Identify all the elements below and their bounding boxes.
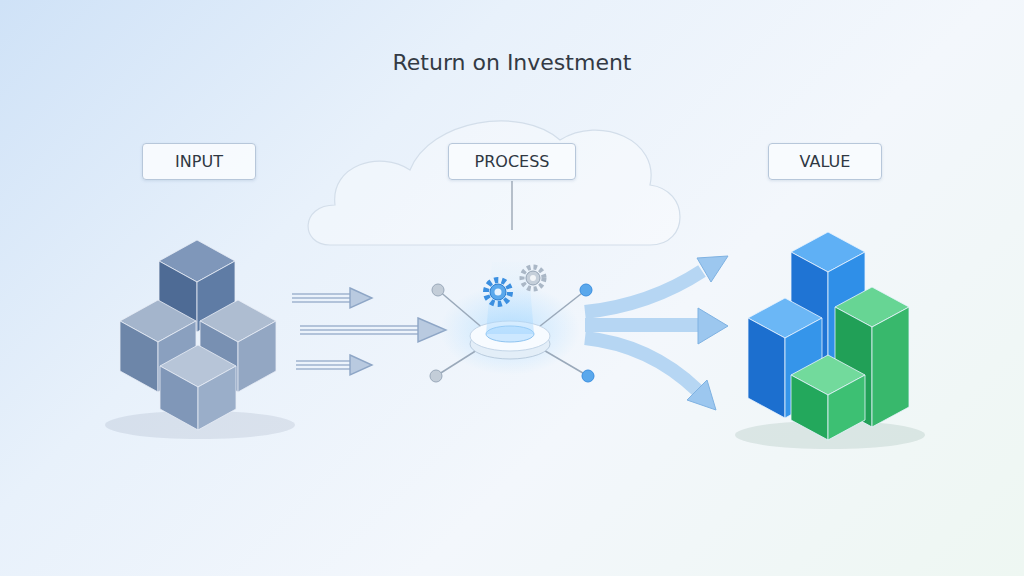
- diagram-title: Return on Investment: [0, 50, 1024, 75]
- value-arrows: [585, 256, 728, 410]
- stage-label: INPUT: [142, 143, 256, 180]
- stage-text: INPUT: [175, 152, 223, 171]
- stage-text: PROCESS: [475, 152, 550, 171]
- stage-label: VALUE: [768, 143, 882, 180]
- cloud-outline: [308, 121, 680, 245]
- process-hub: [430, 262, 594, 382]
- stage-label: PROCESS: [448, 143, 576, 180]
- input-arrows: [292, 288, 446, 375]
- leader-line: [511, 181, 512, 230]
- stage-text: VALUE: [800, 152, 851, 171]
- input-cubes: [120, 240, 276, 430]
- value-cubes: [748, 232, 909, 440]
